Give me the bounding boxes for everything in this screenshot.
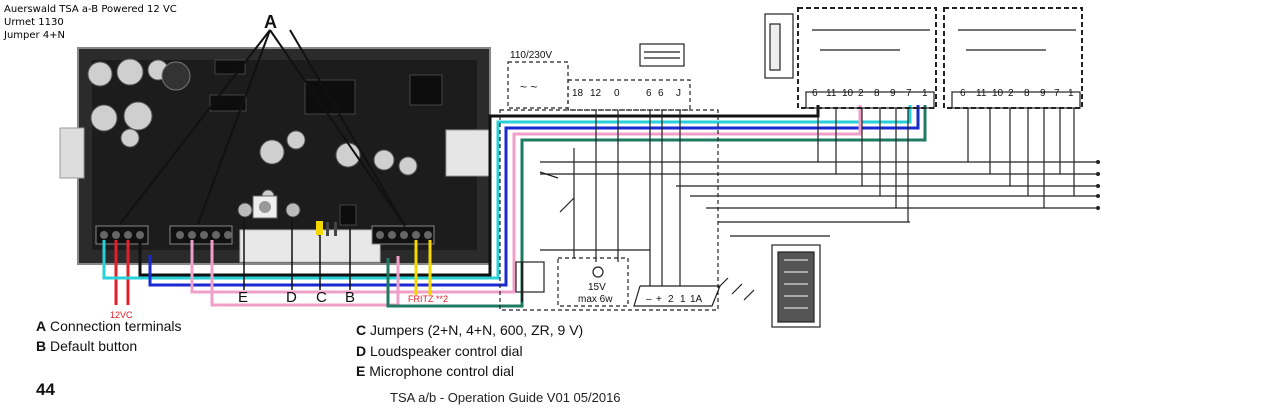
transformer-terminal: 6 [658,88,664,99]
legend-key: A [36,318,47,334]
transformer-terminal: 0 [614,88,620,99]
page-footer: TSA a/b - Operation Guide V01 05/2016 [390,390,621,405]
handset-1-terminals: 6 11 10 2 8 9 7 1 [812,88,928,99]
handset-terminal: 8 [1024,88,1030,99]
legend-item-d: D Loudspeaker control dial [356,343,523,359]
handset-terminal: 1 [922,88,928,99]
strip-terminal: 1A [690,294,703,305]
board-leaders [243,218,351,290]
pcb-board [59,47,491,265]
legend-text: Microphone control dial [369,363,514,379]
fritz-label: FRITZ **2 [408,294,448,304]
handset-terminal: 11 [826,88,837,99]
legend-text: Connection terminals [50,318,182,334]
svg-text:~ ~: ~ ~ [520,80,537,94]
red-wire-label: 12VC [110,310,133,320]
callout-letter: A [264,12,277,32]
strip-terminal: 2 [668,294,674,305]
handset-terminal: 8 [874,88,880,99]
legend-key: E [356,363,366,379]
handset-terminal: 1 [1068,88,1074,99]
transformer-terminal: 6 [646,88,652,99]
handset-terminal: 2 [1008,88,1014,99]
legend-key: C [356,322,367,338]
legend-item-a: A Connection terminals [36,318,182,334]
strip-terminal: + [656,294,662,305]
lamp-voltage: 15V [588,282,606,293]
schematic: ~ ~ [499,7,1098,328]
header-note: Auerswald TSA a-B Powered 12 VC [4,4,177,15]
transformer-terminal: 18 [572,88,584,99]
board-letter-c: C [316,289,327,306]
strip-terminal: – [646,294,652,305]
legend-item-e: E Microphone control dial [356,363,514,379]
page-number: 44 [36,380,55,399]
legend-item-c: C Jumpers (2+N, 4+N, 600, ZR, 9 V) [356,322,583,338]
legend-text: Jumpers (2+N, 4+N, 600, ZR, 9 V) [370,322,584,338]
legend-item-b: B Default button [36,338,137,354]
handset-terminal: 7 [906,88,912,99]
handset-2-terminals: 6 11 10 2 8 9 7 1 [960,88,1074,99]
transformer-terminal: J [676,88,681,99]
handset-terminal: 11 [976,88,987,99]
transformer-terminal: 12 [590,88,602,99]
handset-terminal: 2 [858,88,864,99]
handset-terminal: 7 [1054,88,1060,99]
legend-key: D [356,343,367,359]
callout-lines [119,29,406,227]
legend-text: Default button [50,338,138,354]
mains-label: 110/230V [510,50,552,61]
legend-text: Loudspeaker control dial [370,343,523,359]
board-letter-d: D [286,289,297,306]
strip-terminal: 1 [680,294,686,305]
board-letter-e: E [238,289,248,306]
handset-terminal: 9 [1040,88,1046,99]
handset-terminal: 6 [960,88,966,99]
header-note: Jumper 4+N [4,30,66,41]
handset-terminal: 6 [812,88,818,99]
handset-terminal: 9 [890,88,896,99]
handset-terminal: 10 [842,88,854,99]
lamp-power: max 6w [578,294,613,305]
handset-terminal: 10 [992,88,1004,99]
board-letter-b: B [345,289,355,306]
header-note: Urmet 1130 [4,17,64,28]
legend-key: B [36,338,47,354]
